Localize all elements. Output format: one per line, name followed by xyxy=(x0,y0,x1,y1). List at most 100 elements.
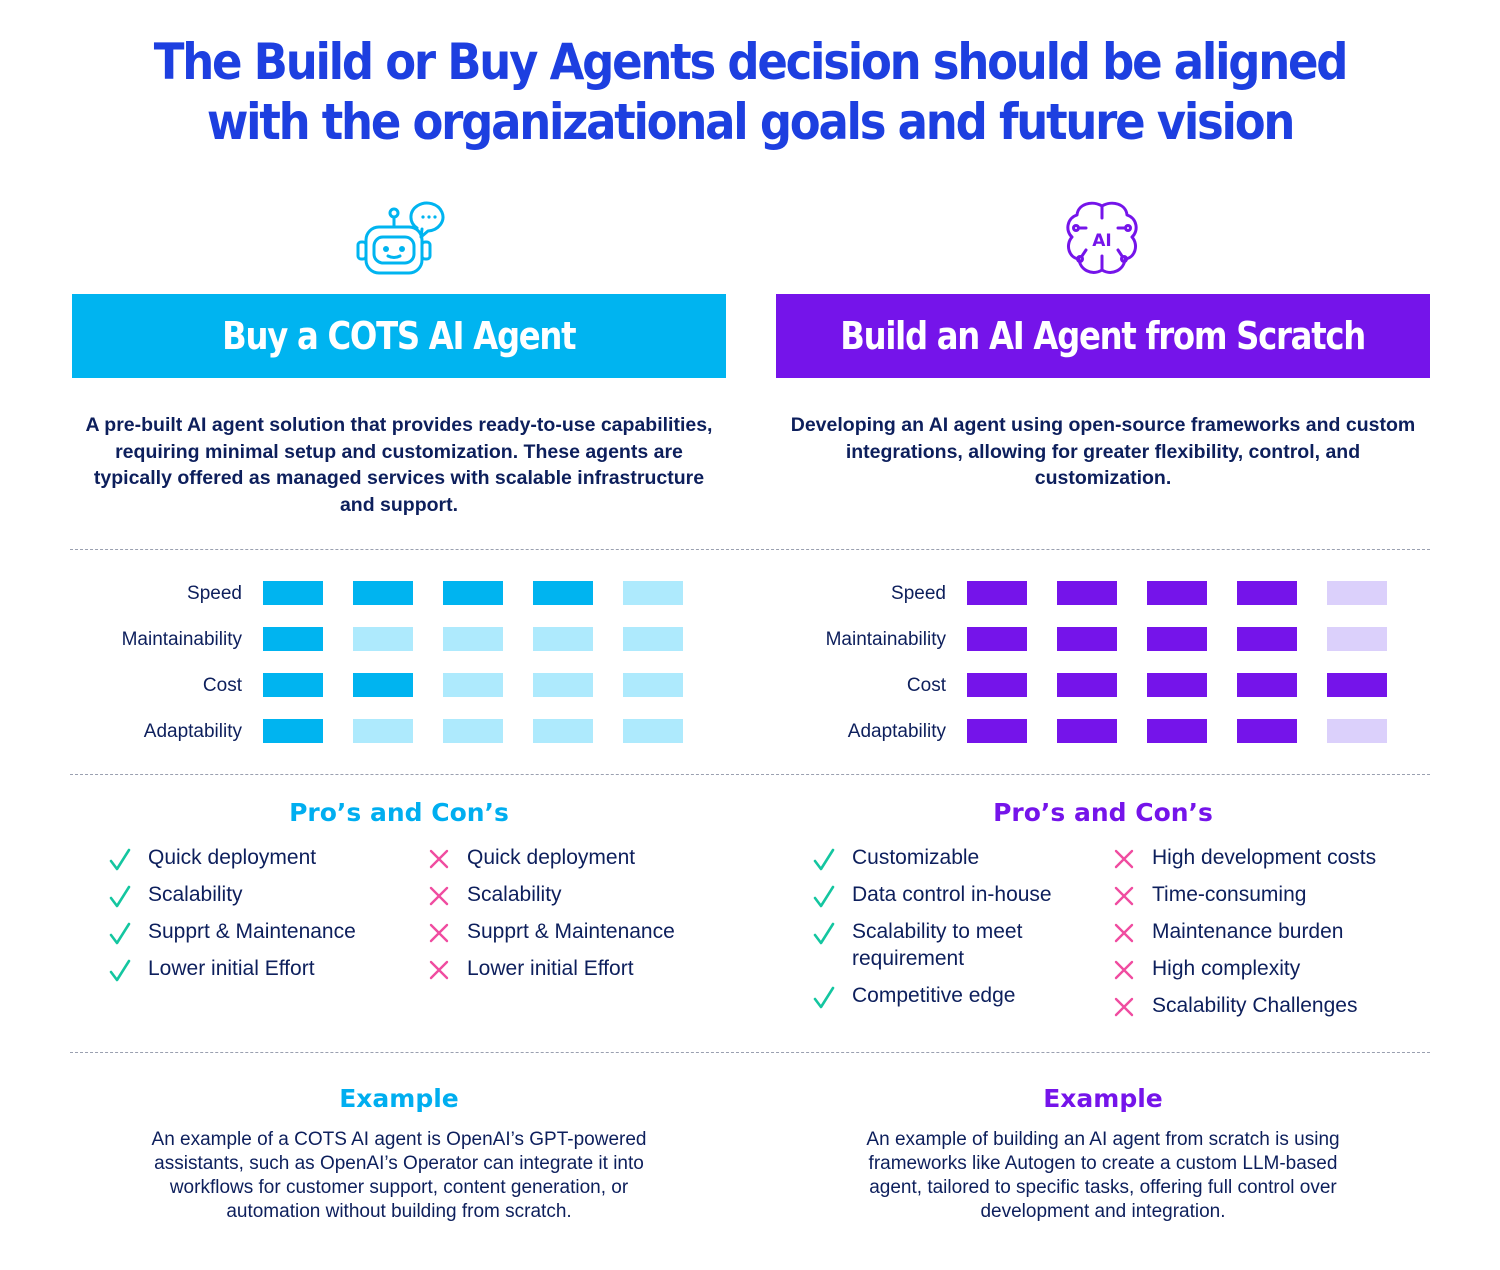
build-example-text: An example of building an AI agent from … xyxy=(866,1129,1340,1222)
con-item: Time-consuming xyxy=(1112,881,1412,908)
build-example-title: Example xyxy=(1043,1084,1163,1113)
rating-label: Adaptability xyxy=(847,721,946,742)
rating-bar-empty xyxy=(353,719,413,743)
item-label: Supprt & Maintenance xyxy=(467,920,675,943)
rating-bar-filled xyxy=(1057,627,1117,651)
rating-bar-empty xyxy=(533,673,593,697)
rating-bars xyxy=(263,581,683,605)
pro-item: Lower initial Effort xyxy=(108,955,398,982)
check-icon xyxy=(108,885,132,909)
buy-banner: Buy a COTS AI Agent xyxy=(72,294,726,378)
item-label: Quick deployment xyxy=(148,846,317,869)
con-item: Scalability xyxy=(427,881,717,908)
item-label: Competitive edge xyxy=(852,984,1016,1007)
check-icon xyxy=(108,922,132,946)
rating-bar-filled xyxy=(967,719,1027,743)
build-pros-cons-title: Pro’s and Con’s xyxy=(993,798,1213,827)
rating-bars xyxy=(967,673,1387,697)
rating-bar-empty xyxy=(623,673,683,697)
rating-bar-filled xyxy=(443,581,503,605)
rating-row: Adaptability xyxy=(764,719,1404,765)
pro-item: Scalability to meet requirement xyxy=(812,918,1082,972)
buy-pros-cons-title: Pro’s and Con’s xyxy=(289,798,509,827)
item-label: High development costs xyxy=(1152,846,1377,869)
rating-bar-empty xyxy=(1327,581,1387,605)
rating-bars xyxy=(967,627,1387,651)
rating-bar-empty xyxy=(353,627,413,651)
rating-row: Maintainability xyxy=(60,627,700,673)
rating-row: Maintainability xyxy=(764,627,1404,673)
page-title: The Build or Buy Agents decision should … xyxy=(75,32,1425,152)
rating-bar-empty xyxy=(1327,627,1387,651)
check-icon xyxy=(108,848,132,872)
ai-brain-icon: AI xyxy=(1066,201,1138,274)
rating-bar-empty xyxy=(623,581,683,605)
divider xyxy=(70,549,1430,550)
rating-bar-filled xyxy=(533,581,593,605)
check-icon xyxy=(812,922,836,946)
svg-text:AI: AI xyxy=(1092,231,1111,251)
rating-bar-filled xyxy=(353,673,413,697)
rating-row: Cost xyxy=(764,673,1404,719)
pro-item: Supprt & Maintenance xyxy=(108,918,398,945)
rating-label: Speed xyxy=(187,583,242,604)
rating-bar-filled xyxy=(1057,719,1117,743)
rating-bar-empty xyxy=(533,627,593,651)
rating-label: Adaptability xyxy=(143,721,242,742)
rating-bars xyxy=(967,581,1387,605)
item-label: Supprt & Maintenance xyxy=(148,920,356,943)
rating-bar-filled xyxy=(1327,673,1387,697)
pro-item: Quick deployment xyxy=(108,844,398,871)
buy-example-title: Example xyxy=(339,1084,459,1113)
buy-description: A pre-built AI agent solution that provi… xyxy=(85,414,713,516)
rating-bars xyxy=(967,719,1387,743)
item-label: Maintenance burden xyxy=(1152,920,1344,943)
rating-bar-filled xyxy=(263,719,323,743)
build-banner: Build an AI Agent from Scratch xyxy=(776,294,1430,378)
rating-bars xyxy=(263,673,683,697)
rating-bar-filled xyxy=(353,581,413,605)
item-label: Data control in-house xyxy=(852,883,1052,906)
rating-bars xyxy=(263,627,683,651)
rating-label: Maintainability xyxy=(121,629,242,650)
pro-item: Data control in-house xyxy=(812,881,1082,908)
item-label: Lower initial Effort xyxy=(467,957,634,980)
buy-banner-label: Buy a COTS AI Agent xyxy=(222,314,576,358)
con-item: Scalability Challenges xyxy=(1112,992,1412,1019)
cross-icon xyxy=(427,958,451,982)
buy-example-text: An example of a COTS AI agent is OpenAI’… xyxy=(151,1129,647,1222)
check-icon xyxy=(812,885,836,909)
cross-icon xyxy=(1112,995,1136,1019)
item-label: Quick deployment xyxy=(467,846,636,869)
cross-icon xyxy=(1112,921,1136,945)
rating-bar-filled xyxy=(263,627,323,651)
rating-bar-empty xyxy=(533,719,593,743)
item-label: Scalability Challenges xyxy=(1152,994,1358,1017)
divider xyxy=(70,774,1430,775)
title-line-2: with the organizational goals and future… xyxy=(206,93,1296,151)
rating-bar-empty xyxy=(623,719,683,743)
rating-bar-filled xyxy=(1237,627,1297,651)
pro-item: Scalability xyxy=(108,881,398,908)
item-label: Customizable xyxy=(852,846,980,869)
rating-bar-filled xyxy=(1147,581,1207,605)
rating-bar-empty xyxy=(443,627,503,651)
item-label: Scalability to meet requirement xyxy=(852,920,1023,970)
rating-bar-filled xyxy=(1237,719,1297,743)
rating-row: Cost xyxy=(60,673,700,719)
rating-bar-filled xyxy=(1057,581,1117,605)
rating-bar-empty xyxy=(623,627,683,651)
rating-bar-filled xyxy=(1147,719,1207,743)
cross-icon xyxy=(1112,958,1136,982)
rating-bar-filled xyxy=(263,581,323,605)
rating-bar-filled xyxy=(263,673,323,697)
rating-label: Cost xyxy=(906,675,946,696)
rating-bar-filled xyxy=(1237,673,1297,697)
rating-bar-filled xyxy=(967,581,1027,605)
con-item: Quick deployment xyxy=(427,844,717,871)
robot-chat-icon xyxy=(356,201,445,275)
